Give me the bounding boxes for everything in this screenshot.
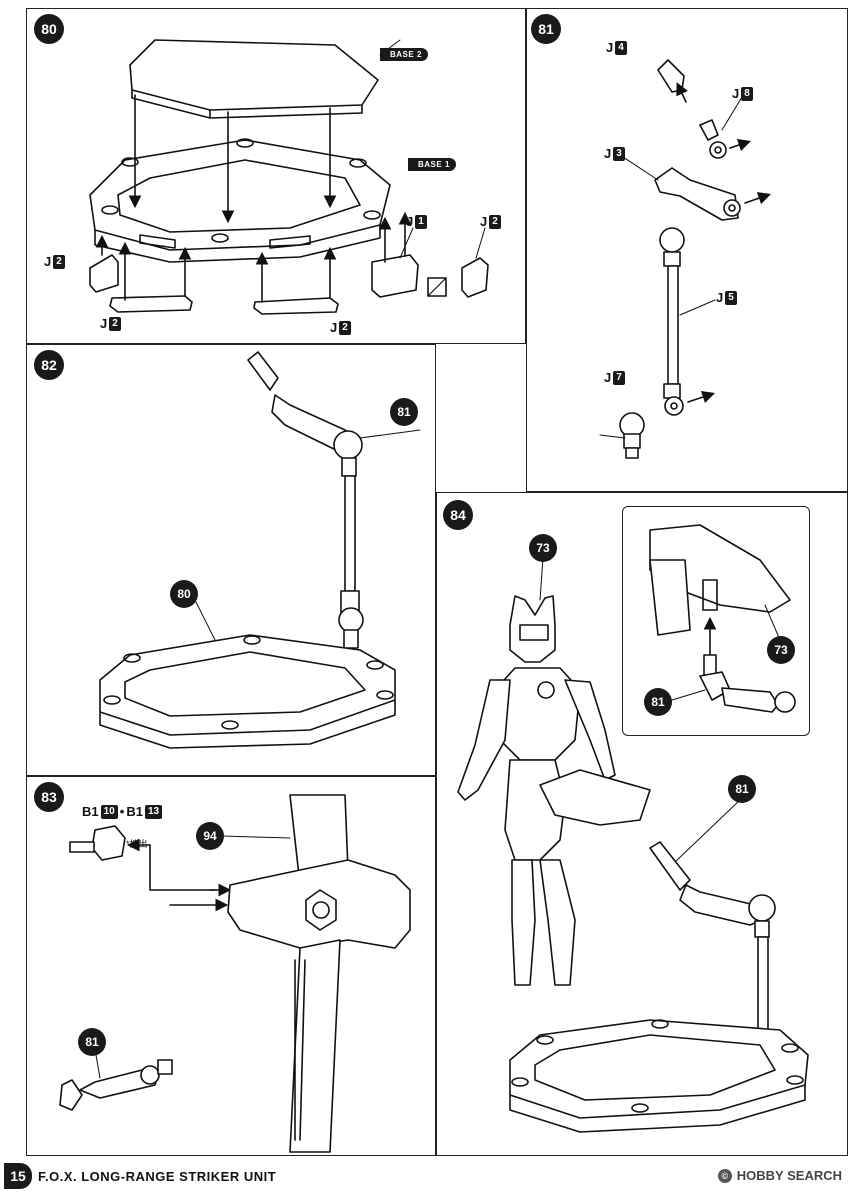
part-number: 4 — [615, 40, 627, 55]
step-80-badge: 80 — [34, 14, 64, 44]
part-prefix: J — [716, 290, 724, 305]
part-prefix: J — [330, 320, 338, 335]
part-prefix: J — [480, 214, 488, 229]
remove-note: *拡出 — [126, 839, 148, 849]
ref-badge-81: 81 — [390, 398, 418, 426]
part-prefix: J — [732, 86, 740, 101]
part-number: 13 — [144, 804, 163, 819]
ref-badge-94: 94 — [196, 822, 224, 850]
ref-badge-81: 81 — [78, 1028, 106, 1056]
figure-outline — [457, 595, 651, 986]
watermark-icon: © — [717, 1168, 732, 1183]
part-number: 1 — [415, 214, 427, 229]
base-1-tag: BASE 1 — [408, 158, 456, 171]
base-1-frame — [89, 138, 391, 263]
part-prefix: J — [406, 214, 414, 229]
part-number: 8 — [741, 86, 753, 101]
watermark: © HOBBY SEARCH — [717, 1168, 842, 1183]
part-prefix: B1 — [82, 804, 99, 819]
separator: • — [119, 804, 125, 819]
part-prefix: J — [100, 316, 108, 331]
page-number: 15 — [4, 1163, 32, 1189]
part-number: 10 — [100, 804, 118, 819]
part-prefix: J — [44, 254, 52, 269]
part-number: 3 — [613, 146, 625, 161]
product-title: F.O.X. LONG-RANGE STRIKER UNIT — [38, 1168, 277, 1184]
part-number: 7 — [613, 370, 625, 385]
part-prefix: J — [606, 40, 614, 55]
base-2-tag: BASE 2 — [380, 48, 428, 61]
part-prefix: J — [604, 370, 612, 385]
part-number: 2 — [489, 214, 501, 229]
step-84-badge: 84 — [443, 500, 473, 530]
step-81-badge: 81 — [531, 14, 561, 44]
part-number: 2 — [53, 254, 65, 269]
part-number: 2 — [339, 320, 351, 335]
part-number: 2 — [109, 316, 121, 331]
ref-badge-80: 80 — [170, 580, 198, 608]
part-prefix: J — [604, 146, 612, 161]
part-prefix: B1 — [126, 804, 143, 819]
step-82-badge: 82 — [34, 350, 64, 380]
page-footer: 15 F.O.X. LONG-RANGE STRIKER UNIT — [4, 1163, 276, 1189]
part-number: 5 — [725, 290, 737, 305]
ref-badge-81: 81 — [728, 775, 756, 803]
base-2-plate — [129, 39, 379, 119]
ref-badge-73-detail: 73 — [767, 636, 795, 664]
watermark-text: HOBBY SEARCH — [736, 1168, 842, 1183]
ref-badge-73: 73 — [529, 534, 557, 562]
ref-badge-81-detail: 81 — [644, 688, 672, 716]
step-83-badge: 83 — [34, 782, 64, 812]
